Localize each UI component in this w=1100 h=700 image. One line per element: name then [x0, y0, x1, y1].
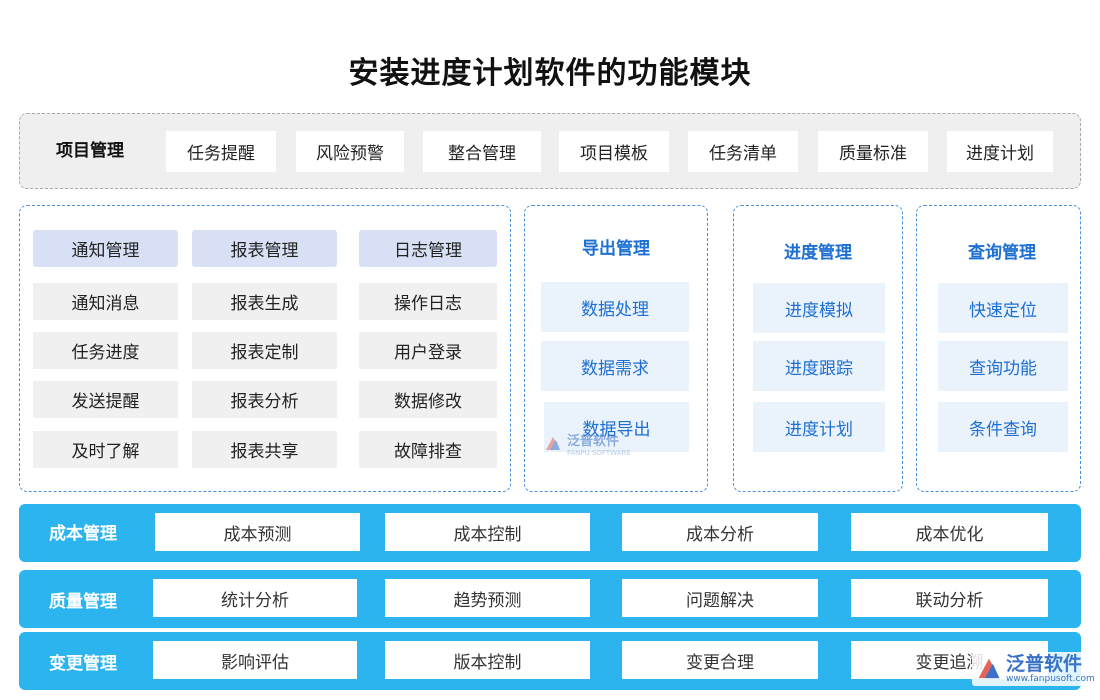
corner-watermark: 泛普软件 www.fanpusoft.com — [972, 652, 1099, 686]
progress-item: 进度模拟 — [753, 283, 885, 333]
log-item: 操作日志 — [359, 283, 497, 320]
export-management-panel: 导出管理 数据处理 数据需求 数据导出 泛普软件 FANPU SOFTWARE — [524, 205, 708, 492]
change-item: 影响评估 — [153, 641, 357, 679]
quality-management-label: 质量管理 — [49, 592, 117, 612]
cost-item: 成本控制 — [385, 513, 590, 551]
log-management-head: 日志管理 — [359, 230, 497, 267]
watermark-sub: FANPU SOFTWARE — [567, 449, 631, 457]
brand-logo-icon — [546, 436, 560, 450]
cost-management-bar: 成本管理 成本预测 成本控制 成本分析 成本优化 — [19, 504, 1081, 562]
report-item: 报表定制 — [192, 332, 337, 369]
notification-item: 任务进度 — [33, 332, 178, 369]
project-item: 整合管理 — [423, 131, 541, 172]
project-management-label: 项目管理 — [56, 141, 124, 161]
change-item: 版本控制 — [385, 641, 590, 679]
change-item: 变更追溯 — [851, 641, 1048, 679]
export-item: 数据需求 — [541, 341, 689, 391]
page-title: 安装进度计划软件的功能模块 — [348, 56, 752, 91]
notification-item: 及时了解 — [33, 431, 178, 468]
export-management-head: 导出管理 — [582, 239, 650, 259]
notification-report-log-panel: 通知管理 通知消息 任务进度 发送提醒 及时了解 报表管理 报表生成 报表定制 … — [19, 205, 511, 492]
quality-item: 趋势预测 — [385, 579, 590, 617]
export-item: 数据导出 — [544, 402, 689, 452]
query-item: 快速定位 — [938, 283, 1068, 333]
project-item: 质量标准 — [818, 131, 928, 172]
query-item: 条件查询 — [938, 402, 1068, 452]
query-item: 查询功能 — [938, 341, 1068, 391]
project-item: 进度计划 — [947, 131, 1053, 172]
quality-item: 联动分析 — [851, 579, 1048, 617]
cost-item: 成本优化 — [851, 513, 1048, 551]
watermark-brand: 泛普软件 — [567, 434, 620, 449]
cost-item: 成本分析 — [622, 513, 818, 551]
project-management-panel: 项目管理 任务提醒 风险预警 整合管理 项目模板 任务清单 质量标准 进度计划 — [19, 113, 1081, 189]
project-item: 任务提醒 — [166, 131, 276, 172]
progress-management-panel: 进度管理 进度模拟 进度跟踪 进度计划 — [733, 205, 903, 492]
notification-item: 通知消息 — [33, 283, 178, 320]
notification-item: 发送提醒 — [33, 381, 178, 418]
progress-item: 进度计划 — [753, 402, 885, 452]
brand-logo-icon — [978, 658, 1000, 679]
export-item: 数据处理 — [541, 282, 689, 332]
project-item: 任务清单 — [688, 131, 798, 172]
notification-management-head: 通知管理 — [33, 230, 178, 267]
report-management-head: 报表管理 — [192, 230, 337, 267]
progress-management-head: 进度管理 — [784, 243, 852, 263]
change-management-bar: 变更管理 影响评估 版本控制 变更合理 变更追溯 — [19, 632, 1081, 690]
project-item: 项目模板 — [559, 131, 669, 172]
change-item: 变更合理 — [622, 641, 818, 679]
log-item: 故障排查 — [359, 431, 497, 468]
quality-item: 统计分析 — [153, 579, 357, 617]
cost-management-label: 成本管理 — [49, 524, 117, 544]
project-item: 风险预警 — [296, 131, 404, 172]
quality-item: 问题解决 — [622, 579, 818, 617]
log-item: 数据修改 — [359, 381, 497, 418]
report-item: 报表共享 — [192, 431, 337, 468]
watermark-logo: 泛普软件 FANPU SOFTWARE — [543, 430, 631, 457]
quality-management-bar: 质量管理 统计分析 趋势预测 问题解决 联动分析 — [19, 570, 1081, 628]
log-item: 用户登录 — [359, 332, 497, 369]
query-management-panel: 查询管理 快速定位 查询功能 条件查询 — [916, 205, 1081, 492]
corner-watermark-url: www.fanpusoft.com — [1006, 674, 1095, 684]
progress-item: 进度跟踪 — [753, 341, 885, 391]
cost-item: 成本预测 — [155, 513, 360, 551]
report-item: 报表生成 — [192, 283, 337, 320]
change-management-label: 变更管理 — [49, 654, 117, 674]
query-management-head: 查询管理 — [968, 243, 1036, 263]
corner-watermark-brand: 泛普软件 — [1006, 653, 1083, 675]
report-item: 报表分析 — [192, 381, 337, 418]
